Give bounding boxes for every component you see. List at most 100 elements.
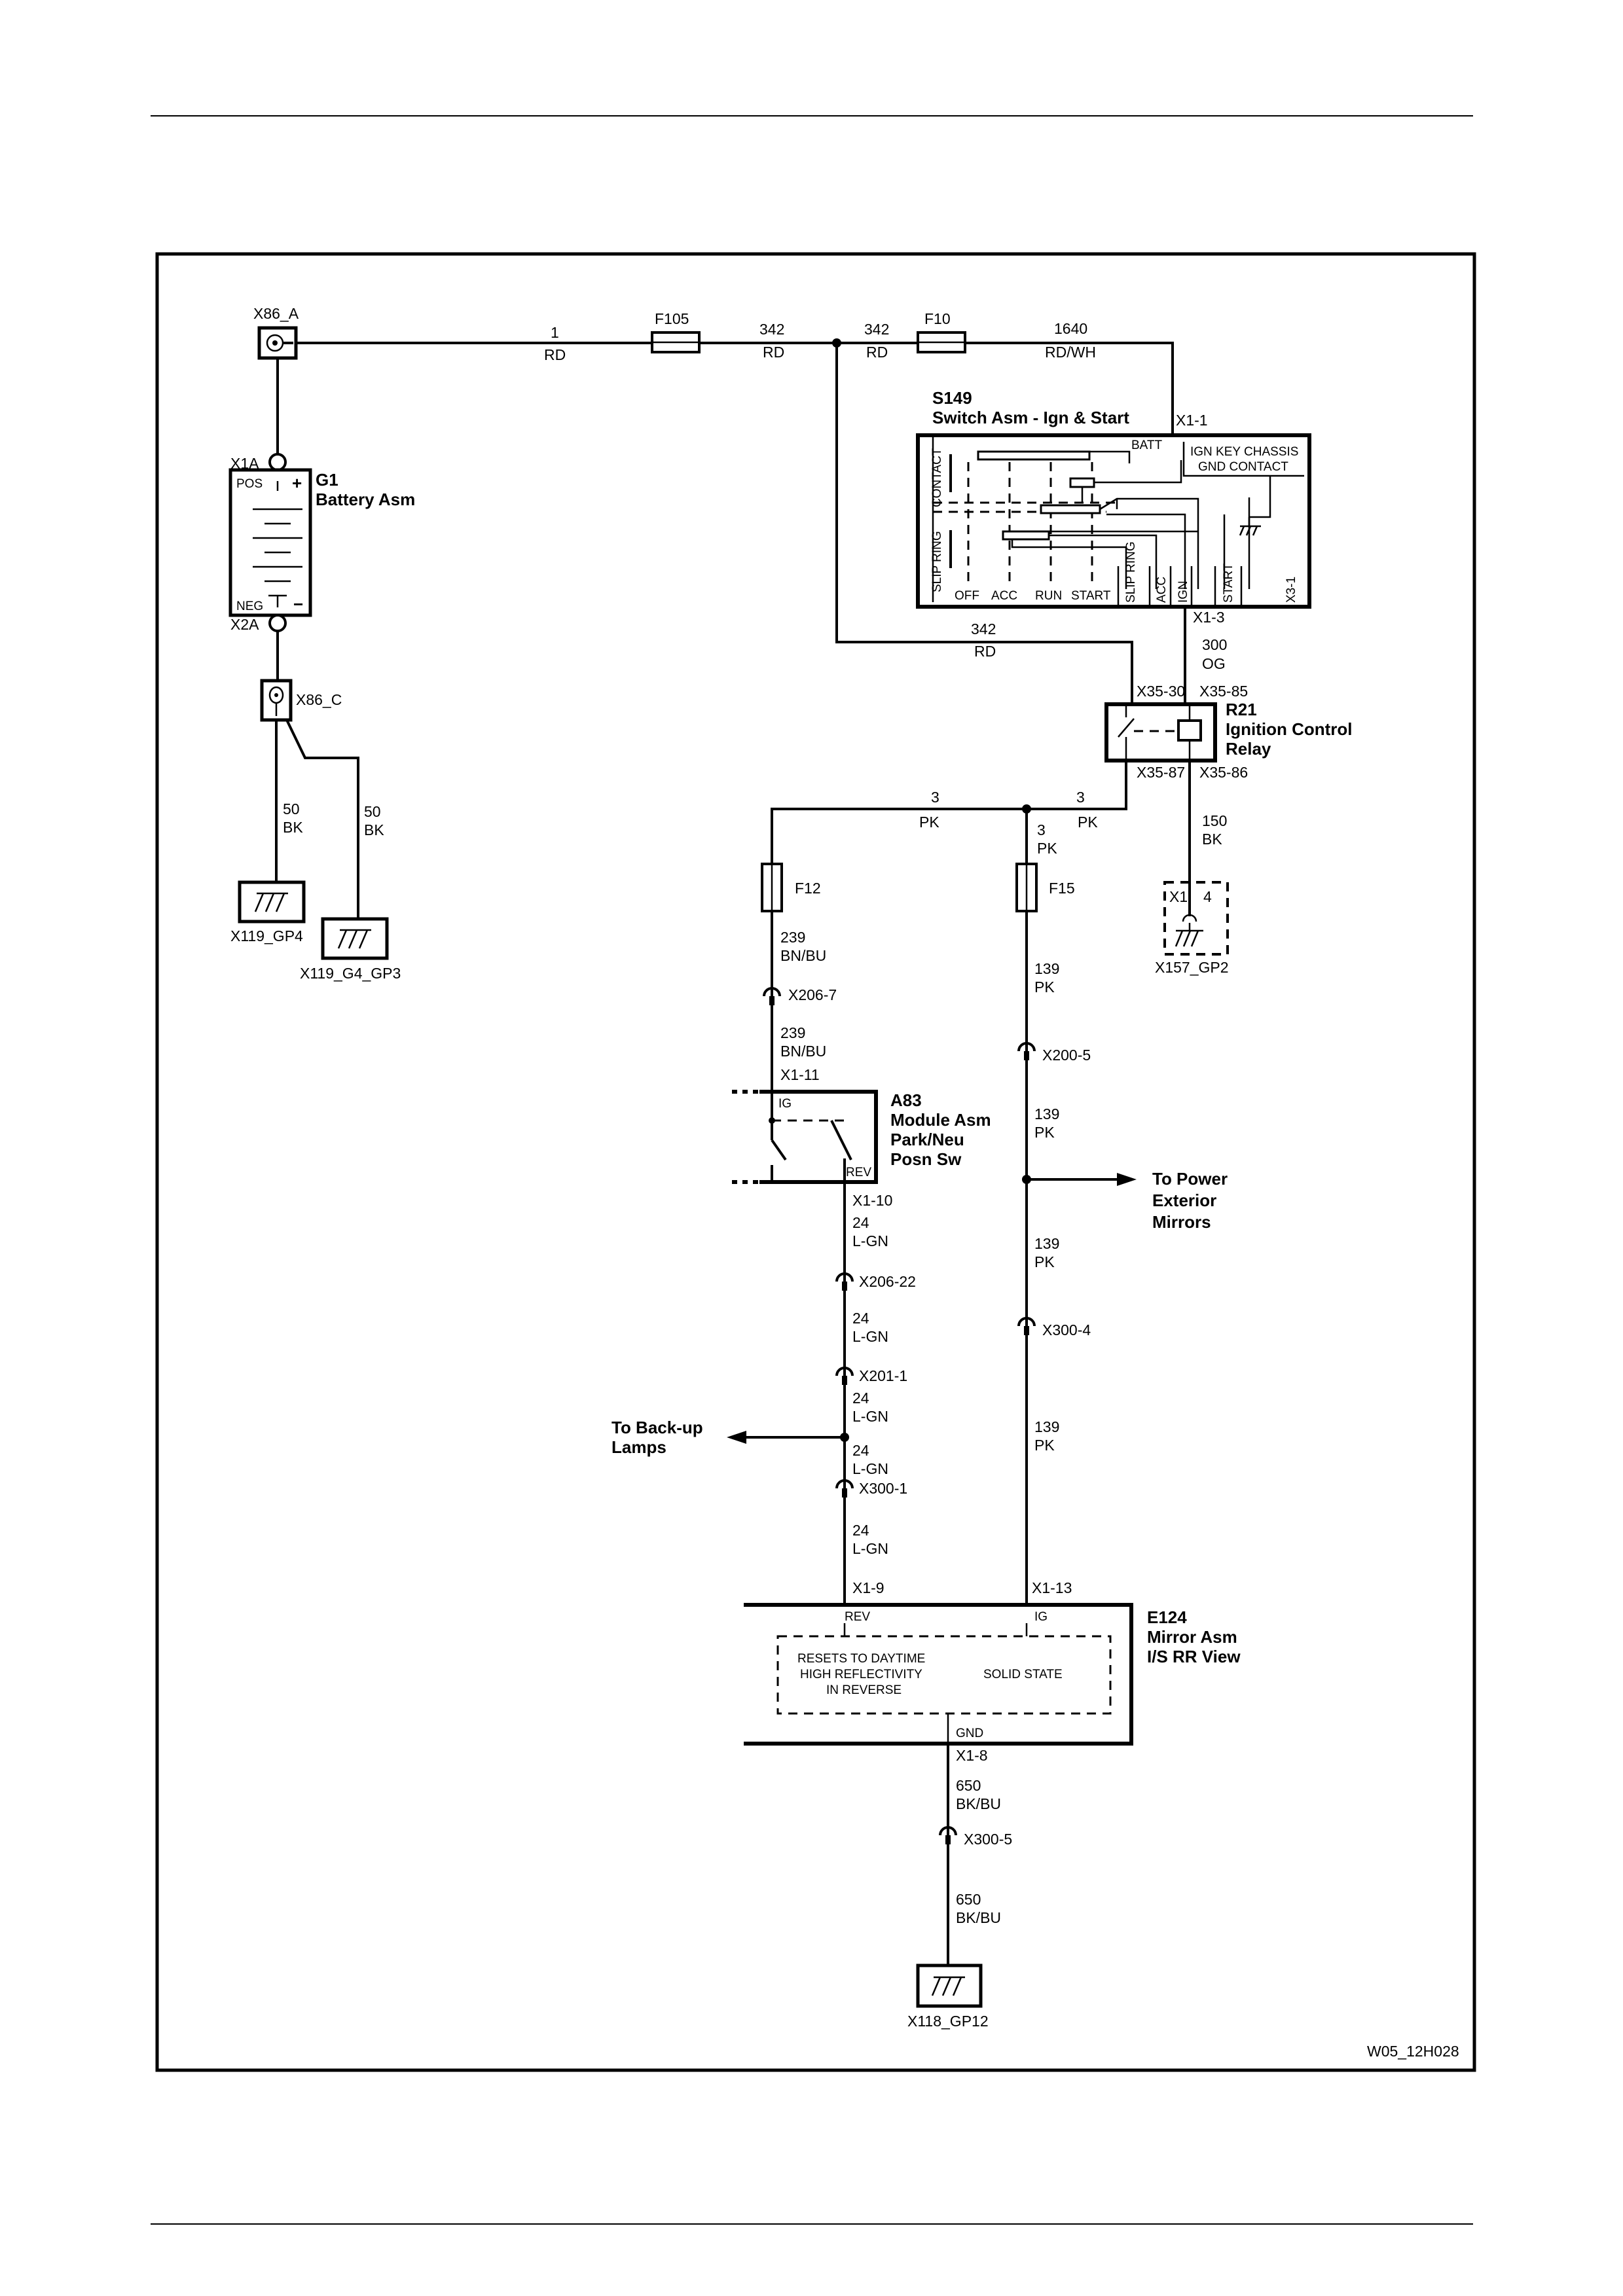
x118-label: X118_GP12 [907, 2013, 989, 2030]
mirrors-label-3: Mirrors [1152, 1212, 1211, 1232]
pin-slip-ring: SLIP RING [1124, 541, 1138, 603]
arrow-backup [727, 1431, 746, 1444]
x300-5-label: X300-5 [964, 1831, 1012, 1848]
r21-name2: Relay [1226, 739, 1271, 759]
x206-7-label: X206-7 [788, 986, 837, 1003]
wire-50b-num: 50 [364, 803, 381, 820]
r21-name1: Ignition Control [1226, 719, 1353, 739]
wire-24a-num: 24 [852, 1214, 869, 1231]
a83-x1-10: X1-10 [852, 1192, 892, 1209]
e124-x1-9: X1-9 [852, 1579, 884, 1596]
wire-650b-num: 650 [956, 1891, 981, 1908]
s149-id: S149 [932, 388, 972, 408]
wire-342b-color: RD [866, 344, 888, 361]
conn-x206-22 [835, 1272, 854, 1282]
diagram-code: W05_12H028 [1367, 2043, 1459, 2060]
s149-chassis-ground [1239, 517, 1261, 536]
g4gp3-label: X119_G4_GP3 [300, 965, 401, 982]
pin-start: START [1222, 563, 1235, 603]
pin-x3-1: X3-1 [1285, 577, 1298, 603]
wire-650a-color: BK/BU [956, 1795, 1001, 1812]
wire-650a-num: 650 [956, 1777, 981, 1794]
x1a-terminal [268, 453, 287, 471]
wire-24b-num: 24 [852, 1310, 869, 1327]
x201-1-label: X201-1 [859, 1367, 907, 1384]
r21-x35-86: X35-86 [1199, 764, 1248, 781]
wire-24d-num: 24 [852, 1442, 869, 1459]
wire-24e-num: 24 [852, 1522, 869, 1539]
wire-50b-color: BK [364, 821, 384, 838]
gp4-label: X119_GP4 [230, 927, 303, 944]
r21-x35-30: X35-30 [1137, 683, 1185, 700]
f10-label: F10 [924, 310, 951, 327]
a83-x1-11: X1-11 [780, 1066, 820, 1083]
e124-name2: I/S RR View [1147, 1647, 1241, 1666]
wire-139c-color: PK [1034, 1253, 1055, 1270]
s149-slip-ring: SLIP RING [930, 531, 944, 592]
conn-x300-4 [1017, 1317, 1036, 1327]
s149-ign-key: IGN KEY CHASSIS [1190, 445, 1298, 459]
conn-x206-7 [763, 987, 781, 997]
wire-139b-num: 139 [1034, 1105, 1059, 1122]
ground-x119-g4-gp3 [321, 917, 389, 960]
wire-650b-color: BK/BU [956, 1909, 1001, 1926]
wire-24a-color: L-GN [852, 1232, 888, 1249]
diagram-frame [155, 252, 1476, 2072]
backup-label-1: To Back-up [611, 1418, 703, 1437]
wire-50b [285, 719, 359, 919]
wire-139c-num: 139 [1034, 1235, 1059, 1252]
pin-acc: ACC [1155, 577, 1169, 603]
a83-name1: Module Asm [890, 1110, 991, 1130]
wire-1-num: 1 [551, 324, 559, 341]
wire-24b-color: L-GN [852, 1328, 888, 1345]
e124-text4: SOLID STATE [983, 1668, 1063, 1681]
wire-3c-num: 3 [1037, 821, 1046, 838]
wire-3b-color: PK [1078, 814, 1098, 831]
wire-239b-color: BN/BU [780, 1043, 826, 1060]
wire-1640-num: 1640 [1054, 320, 1087, 337]
conn-x300-5 [939, 1826, 957, 1836]
wire-342c-num: 342 [971, 620, 996, 637]
battery-neg: NEG [236, 600, 263, 613]
battery-pos: POS [236, 477, 263, 491]
x157-pin2: 4 [1203, 888, 1212, 905]
wire-24c-color: L-GN [852, 1408, 888, 1425]
wire-24d-color: L-GN [852, 1460, 888, 1477]
wire-1-color: RD [544, 346, 566, 363]
wire-24e-color: L-GN [852, 1540, 888, 1557]
x206-22-label: X206-22 [859, 1273, 916, 1290]
e124-text3: IN REVERSE [826, 1683, 902, 1697]
e124-gnd: GND [956, 1727, 983, 1740]
f15-label: F15 [1049, 880, 1075, 897]
wire-342a-num: 342 [759, 321, 784, 338]
x157-label: X157_GP2 [1155, 959, 1229, 976]
e124-name1: Mirror Asm [1147, 1627, 1237, 1647]
x300-1-label: X300-1 [859, 1480, 907, 1497]
wire-50a-num: 50 [283, 800, 300, 817]
switch-s149 [916, 433, 1311, 609]
a83-ig: IG [778, 1097, 792, 1111]
x2a-label: X2A [230, 616, 259, 633]
wire-139b-color: PK [1034, 1124, 1055, 1141]
wire-3-pk [771, 761, 1127, 864]
e124-x1-13: X1-13 [1032, 1579, 1072, 1596]
f12-label: F12 [795, 880, 821, 897]
pos-start: START [1071, 589, 1111, 603]
x157-pin1: X1 [1169, 888, 1188, 905]
x200-5-label: X200-5 [1042, 1047, 1091, 1064]
wire-3a-color: PK [919, 814, 939, 831]
wire-342a-color: RD [763, 344, 784, 361]
a83-name3: Posn Sw [890, 1149, 962, 1169]
wire-300-color: OG [1202, 655, 1226, 672]
wire-150-color: BK [1202, 831, 1222, 848]
wire-139a-num: 139 [1034, 960, 1059, 977]
x86a-label: X86_A [253, 305, 299, 322]
a83-id: A83 [890, 1090, 922, 1110]
wire-1640-color: RD/WH [1045, 344, 1096, 361]
ground-x119-gp4 [238, 880, 306, 924]
e124-x1-8: X1-8 [956, 1747, 988, 1764]
arrow-mirrors [1117, 1173, 1137, 1186]
s149-x1-3: X1-3 [1193, 609, 1225, 626]
s149-gnd-contact: GND CONTACT [1198, 460, 1288, 474]
battery-plus: + [292, 473, 302, 493]
